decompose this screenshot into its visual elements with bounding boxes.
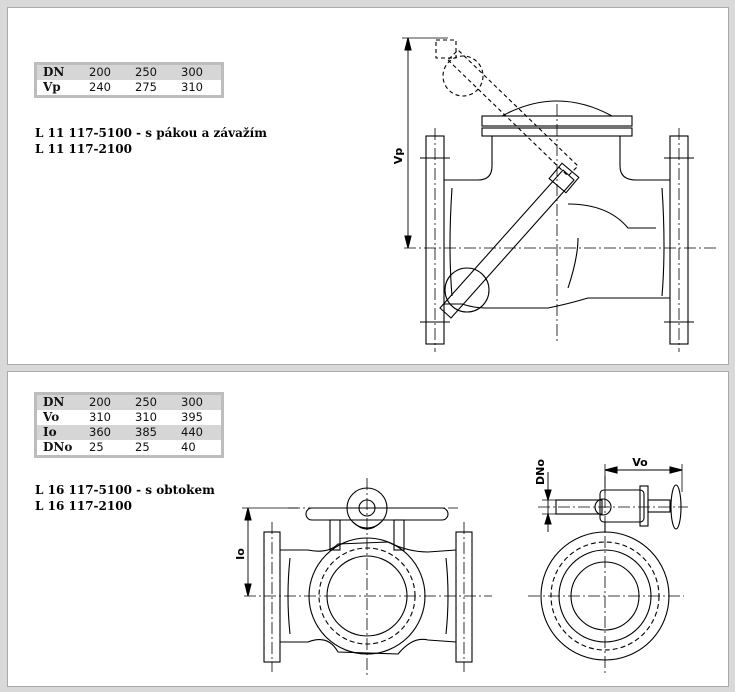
row-label: Io [35, 425, 83, 440]
valve-body-top [280, 541, 457, 553]
cell: 310 [89, 410, 111, 424]
table-row: DN 200 250 300 [35, 63, 223, 80]
cell: 240 [89, 80, 111, 94]
table-row: DNo 25 25 40 [36, 440, 223, 457]
dimension-label-io: Io [234, 548, 247, 560]
panel-swing-check-valve: DN 200 250 300 Vp 240 275 310 L 11 117-5… [7, 7, 729, 365]
cell: 200 [83, 63, 129, 80]
product-code: L 11 117-2100 [35, 142, 132, 156]
table-row: Vo 310 310 395 [36, 410, 223, 425]
cell: 300 [175, 393, 223, 410]
cell: 385 [129, 425, 175, 440]
panel-valve-with-bypass: DN 200 250 300 Vo 310 310 395 Io 360 385… [7, 371, 729, 687]
cell: 250 [129, 393, 175, 410]
table-row: Io 360 385 440 [35, 425, 223, 440]
technical-drawing-top: Vp [392, 37, 718, 352]
row-label: DNo [43, 440, 73, 454]
cell: 275 [135, 80, 157, 94]
spec-table-bottom: DN 200 250 300 Vo 310 310 395 Io 360 385… [34, 392, 224, 458]
table-row: Vp 240 275 310 [36, 80, 223, 97]
product-codes-top: L 11 117-5100 - s pákou a závažím L 11 1… [35, 125, 267, 157]
cell: 300 [175, 63, 223, 80]
product-code: L 16 117-2100 [35, 499, 132, 513]
cover-dome [501, 100, 613, 117]
dimension-label-vp: Vp [392, 148, 405, 165]
table-row: DN 200 250 300 [35, 393, 223, 410]
spec-table-top: DN 200 250 300 Vp 240 275 310 [34, 62, 224, 98]
row-label: Vo [43, 410, 60, 424]
cell: 25 [135, 440, 150, 454]
row-label: DN [35, 393, 83, 410]
cell: 310 [181, 80, 203, 94]
cell: 40 [181, 440, 196, 454]
cell: 360 [83, 425, 129, 440]
cell: 200 [83, 393, 129, 410]
cell: 310 [135, 410, 157, 424]
row-label: Vp [43, 80, 61, 94]
product-codes-bottom: L 16 117-5100 - s obtokem L 16 117-2100 [35, 482, 215, 514]
counterweight [444, 267, 490, 313]
product-code: L 16 117-5100 - s obtokem [35, 483, 215, 497]
lever-arm [439, 169, 575, 319]
cell: 440 [175, 425, 223, 440]
cell: 250 [129, 63, 175, 80]
row-label: DN [35, 63, 83, 80]
valve-body-bottom [280, 638, 457, 655]
cell: 395 [181, 410, 203, 424]
product-code: L 11 117-5100 - s pákou a závažím [35, 126, 267, 140]
dimension-label-dno: DNo [534, 459, 547, 485]
cell: 25 [89, 440, 104, 454]
bypass-pipe [305, 507, 449, 521]
dimension-label-vo: Vo [632, 456, 648, 469]
lever-alt-position [447, 49, 579, 177]
technical-drawing-bottom: Io Vo DNo [234, 456, 688, 676]
valve-body-bottom [444, 297, 670, 309]
